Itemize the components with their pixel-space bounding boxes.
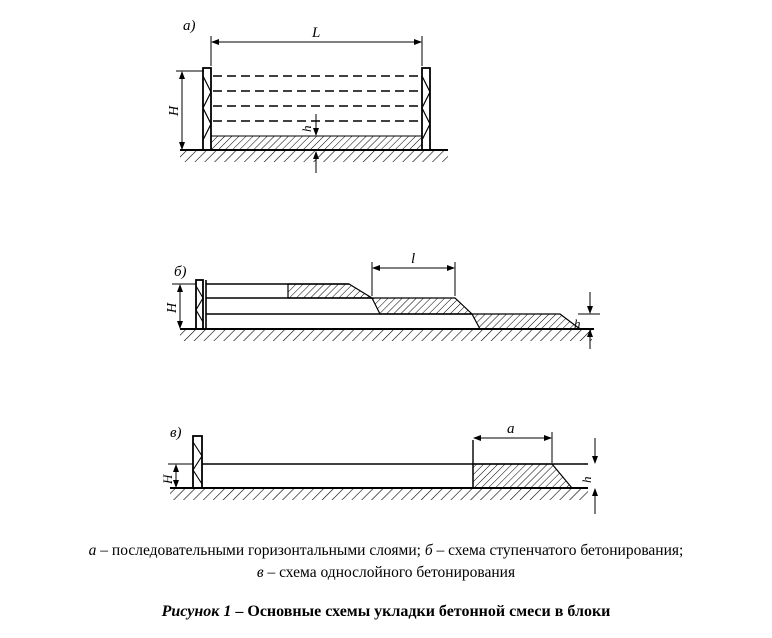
panel-b-ground bbox=[180, 328, 594, 341]
panel-b: б) l bbox=[165, 251, 600, 349]
panel-v-label-a: a bbox=[507, 421, 515, 437]
panel-a-dimension-H: H bbox=[167, 70, 204, 150]
caption-b-text: – схема ступенчатого бетонирования; bbox=[432, 542, 684, 559]
panel-v-dimension-H: H bbox=[160, 463, 193, 488]
panel-b-step-middle bbox=[371, 297, 474, 315]
panel-a-first-layer bbox=[210, 135, 423, 151]
panel-v-concrete-zone bbox=[472, 463, 574, 489]
panel-b-left-formwork bbox=[195, 279, 207, 330]
panel-a-ground bbox=[180, 149, 448, 162]
caption-v-letter: в bbox=[256, 564, 264, 581]
panel-v-dimension-a: a bbox=[473, 421, 553, 463]
caption-a-letter: а bbox=[88, 542, 97, 559]
figure-title-label: Рисунок 1 bbox=[161, 603, 232, 620]
panel-b-step-upper bbox=[287, 283, 375, 299]
panel-b-dimension-H: H bbox=[165, 283, 196, 329]
panel-b-label-l: l bbox=[411, 251, 415, 267]
panel-v-tag: в) bbox=[170, 425, 182, 441]
panel-v-ground bbox=[170, 487, 588, 500]
panel-v-left-formwork bbox=[192, 435, 203, 489]
concreting-schemes-figure: а) L bbox=[160, 18, 600, 514]
panel-v-label-h: h bbox=[579, 477, 594, 484]
panel-a-dimension-L: L bbox=[210, 25, 423, 66]
caption-v-text: – схема однослойного бетонирования bbox=[263, 564, 516, 581]
figure-title-text: – Основные схемы укладки бетонной смеси … bbox=[231, 603, 611, 620]
panel-a-tag: а) bbox=[183, 18, 196, 34]
panel-a-left-formwork bbox=[202, 67, 212, 151]
caption-line-2: в – схема однослойного бетонирования bbox=[0, 563, 772, 583]
panel-b-step-lower bbox=[471, 313, 582, 330]
panel-a-label-h: h bbox=[299, 126, 314, 133]
panel-v: в) a H h bbox=[160, 421, 598, 514]
panel-a-label-L: L bbox=[311, 25, 320, 41]
panel-a-layer-lines bbox=[213, 75, 420, 122]
panel-v-dimension-h: h bbox=[579, 438, 598, 514]
panel-a-right-formwork bbox=[421, 67, 431, 151]
caption-b-letter: б bbox=[424, 542, 433, 559]
caption-line-1: а – последовательными горизонтальными сл… bbox=[0, 541, 772, 561]
panel-a-label-H: H bbox=[167, 105, 182, 117]
figure-title: Рисунок 1 – Основные схемы укладки бетон… bbox=[0, 603, 772, 621]
panel-b-tag: б) bbox=[174, 264, 187, 280]
panel-b-label-h: h bbox=[574, 316, 581, 331]
panel-b-dimension-l: l bbox=[371, 251, 456, 296]
panel-a-dimension-h: h bbox=[299, 114, 319, 173]
panel-b-label-H: H bbox=[165, 302, 180, 314]
panel-a: а) L bbox=[167, 18, 448, 173]
panel-b-dimension-h: h bbox=[574, 292, 600, 349]
panel-v-label-H: H bbox=[160, 474, 175, 485]
caption-a-text: – последовательными горизонтальными слоя… bbox=[96, 542, 425, 559]
